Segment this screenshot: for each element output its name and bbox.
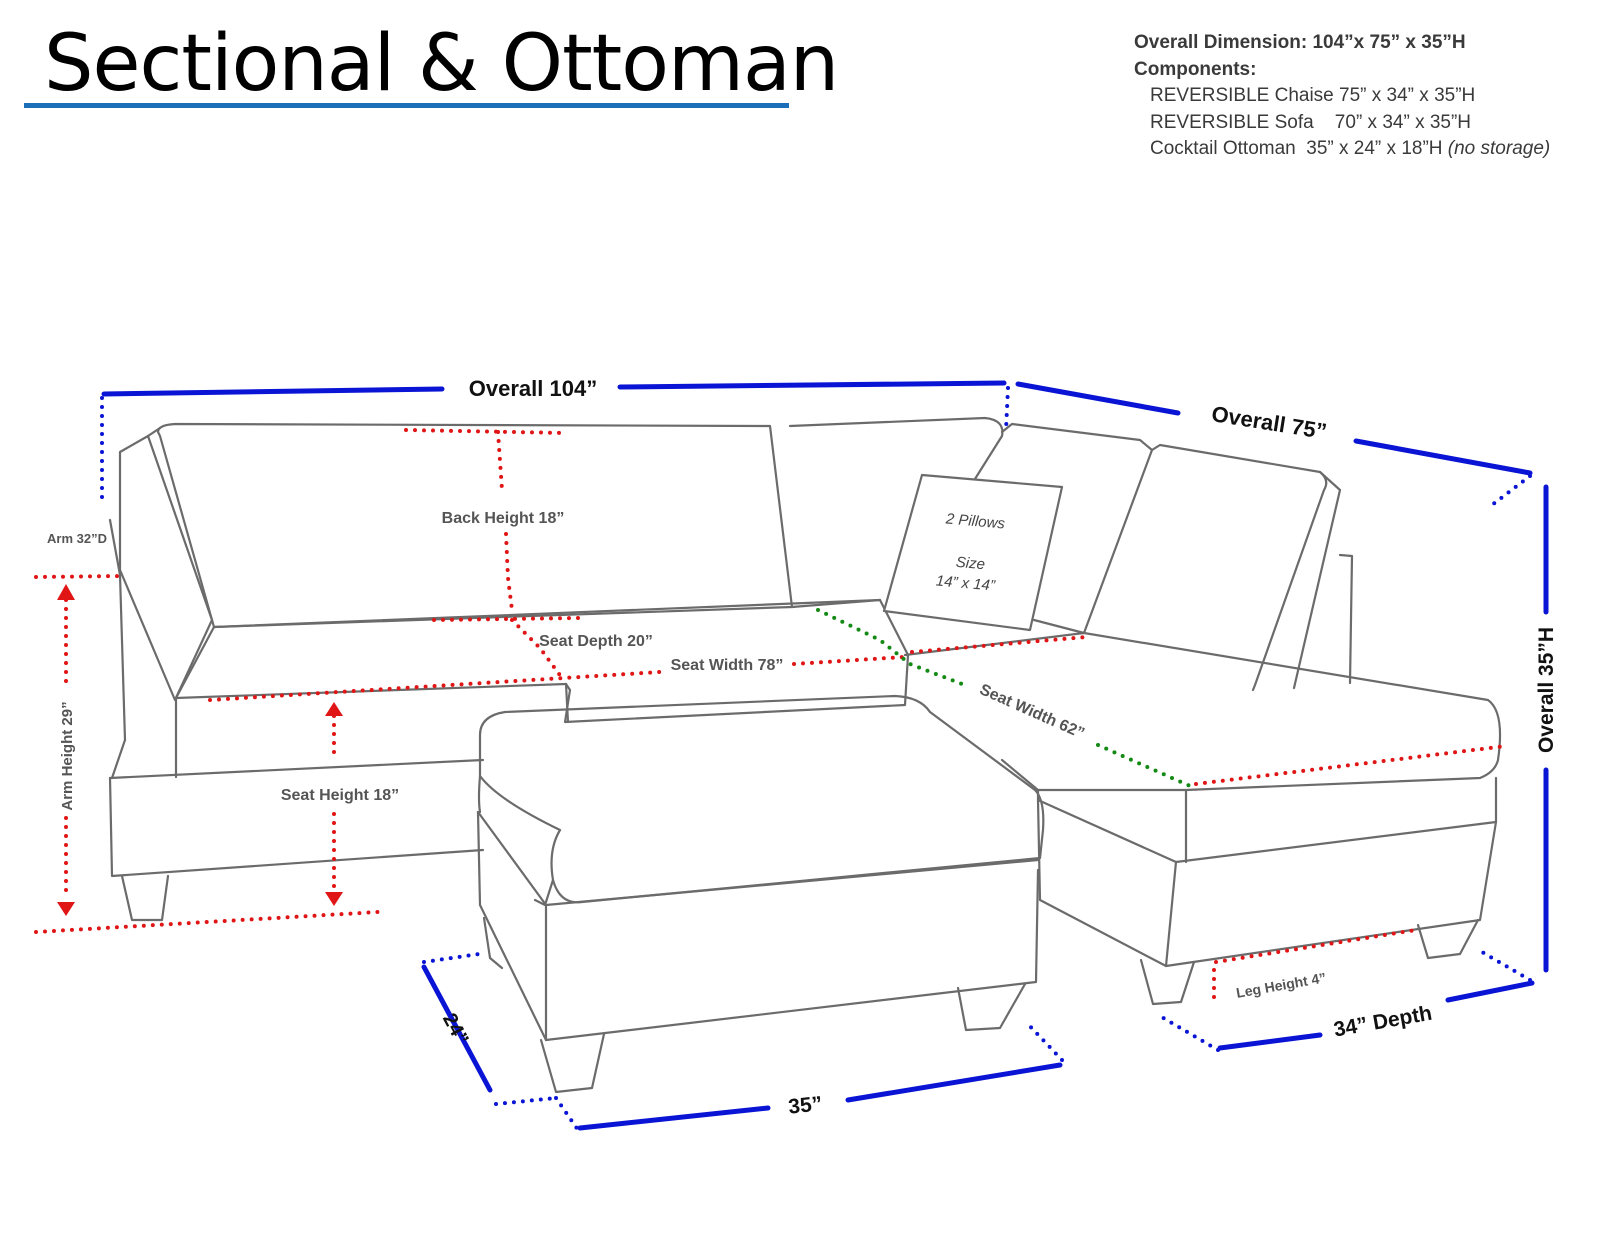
red-arrowheads: [57, 584, 343, 916]
pillow-illustration: 2 Pillows Size 14” x 14”: [882, 473, 1064, 632]
blue-dimension-lines: [100, 380, 1549, 1132]
dimension-labels: Overall 104” Overall 75” Overall 35”H Ar…: [47, 376, 1558, 1119]
component-ottoman: Cocktail Ottoman 35” x 24” x 18”H (no st…: [1134, 136, 1550, 163]
overall-width-label: Overall 104”: [469, 376, 597, 401]
arm-height-arrow-up: [57, 584, 75, 600]
ottoman-outline: [476, 694, 1045, 1094]
seat-height-arrow-down: [325, 892, 343, 906]
overall-height-label: Overall 35”H: [1535, 627, 1558, 753]
arm-height-label: Arm Height 29”: [59, 701, 76, 810]
seat-depth-label: Seat Depth 20”: [539, 633, 653, 650]
sofa-outline: [108, 416, 1502, 1006]
arm-depth-label: Arm 32”D: [47, 531, 107, 546]
back-height-label: Back Height 18”: [442, 510, 565, 527]
overall-dimension-value: 104”x 75” x 35”H: [1312, 32, 1466, 53]
arm-height-arrow-down: [57, 902, 75, 916]
red-dimension-lines: [34, 428, 1508, 1006]
seat-width-chaise-label: Seat Width 62”: [977, 681, 1087, 742]
component-ottoman-text: Cocktail Ottoman 35” x 24” x 18”H: [1150, 138, 1448, 159]
component-ottoman-note: (no storage): [1447, 138, 1551, 159]
component-sofa: REVERSIBLE Sofa 70” x 34” x 35”H: [1150, 111, 1472, 133]
overall-dimension-label: Overall Dimension:: [1134, 32, 1308, 53]
seat-height-label: Seat Height 18”: [281, 787, 399, 804]
leg-height-label: Leg Height 4”: [1235, 969, 1327, 1001]
page-title: Sectional & Ottoman: [44, 19, 839, 109]
overall-depth-label: Overall 75”: [1210, 401, 1329, 444]
ottoman-width-label: 35”: [787, 1092, 823, 1118]
component-chaise: REVERSIBLE Chaise 75” x 34” x 35”H: [1150, 85, 1476, 106]
components-label: Components:: [1134, 58, 1257, 80]
pillow-size-value: 14” x 14”: [935, 572, 996, 594]
overall-dimension-line: Overall Dimension: 104”x 75” x 35”H: [1134, 30, 1550, 57]
title-underline: [24, 103, 789, 108]
chaise-depth-label: 34” Depth: [1332, 1002, 1434, 1042]
pillow-size-label: Size: [955, 554, 986, 573]
seat-height-arrow-up: [325, 702, 343, 716]
pillows-label: 2 Pillows: [944, 510, 1006, 532]
seat-width-sofa-label: Seat Width 78”: [671, 657, 784, 674]
green-dimension-lines: [816, 608, 1192, 788]
